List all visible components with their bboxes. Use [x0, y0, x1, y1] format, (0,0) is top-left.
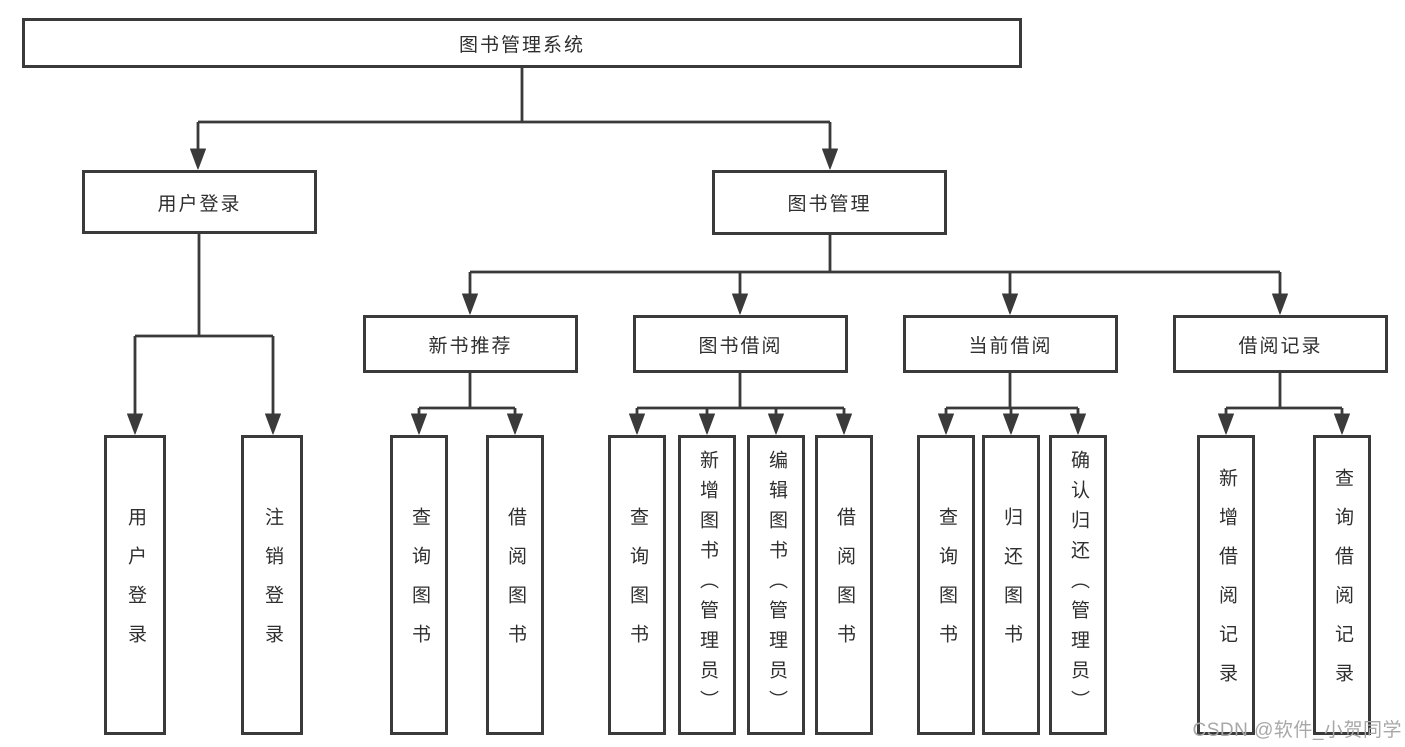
- leaf-nbr-query-books: 查询图书: [390, 435, 448, 735]
- leaf-logout: 注销登录: [241, 435, 303, 735]
- leaf-bb-edit-books-admin: 编辑图书（管理员）: [747, 435, 805, 735]
- leaf-cb-return-books: 归还图书: [982, 435, 1040, 735]
- watermark: CSDN @软件_小贺同学: [1192, 720, 1402, 741]
- leaf-br-add-record: 新增借阅记录: [1197, 435, 1255, 735]
- node-book-borrow: 图书借阅: [633, 315, 848, 373]
- leaf-nbr-borrow-books: 借阅图书: [486, 435, 544, 735]
- leaf-cb-confirm-return-admin: 确认归还（管理员）: [1049, 435, 1107, 735]
- node-new-book-recommend: 新书推荐: [363, 315, 578, 373]
- leaf-bb-borrow-books: 借阅图书: [815, 435, 873, 735]
- node-book-management: 图书管理: [712, 170, 947, 235]
- node-root: 图书管理系统: [22, 18, 1022, 68]
- leaf-bb-query-books: 查询图书: [608, 435, 666, 735]
- node-current-borrow: 当前借阅: [903, 315, 1118, 373]
- leaf-br-query-record: 查询借阅记录: [1313, 435, 1371, 735]
- leaf-cb-query-books: 查询图书: [917, 435, 975, 735]
- node-borrow-records: 借阅记录: [1173, 315, 1388, 373]
- node-user-login: 用户登录: [82, 170, 317, 234]
- leaf-user-login: 用户登录: [104, 435, 166, 735]
- leaf-bb-add-books-admin: 新增图书（管理员）: [678, 435, 736, 735]
